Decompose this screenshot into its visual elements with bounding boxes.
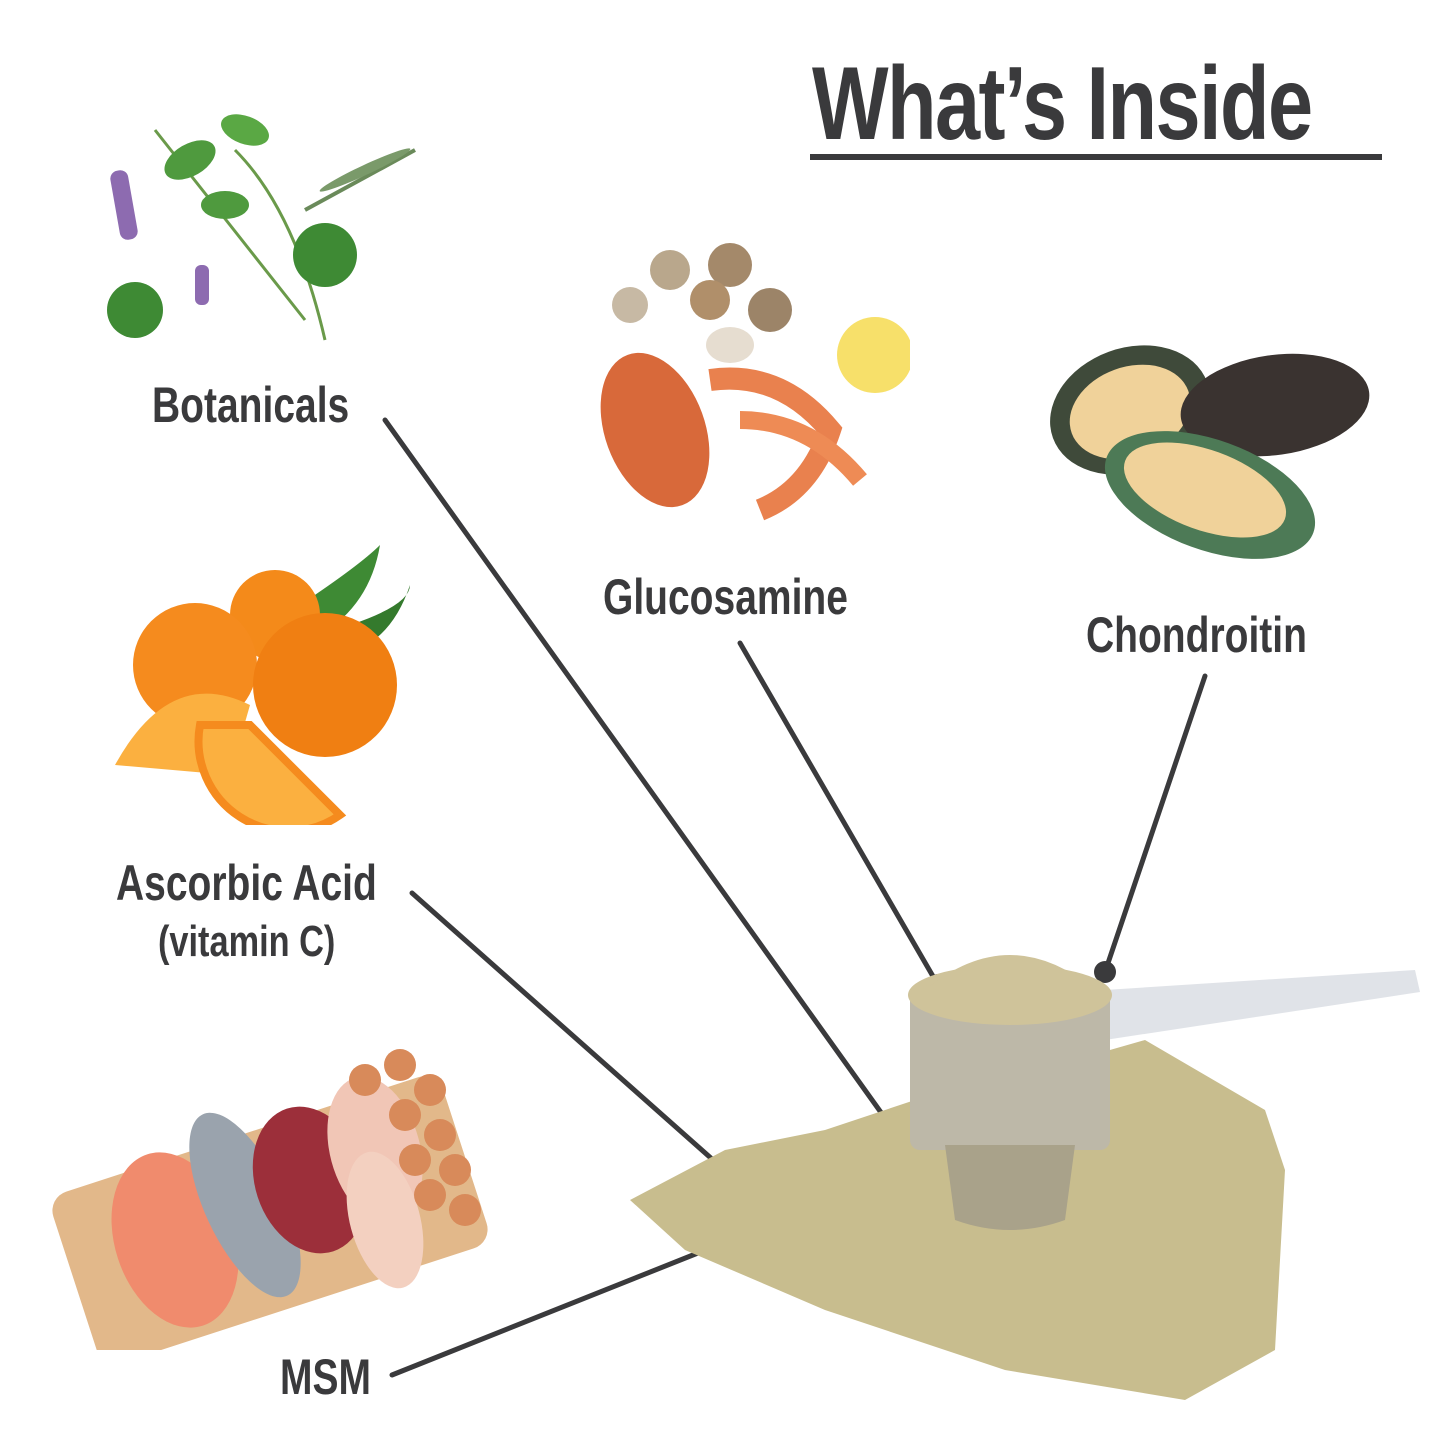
mussels-icon (1050, 345, 1370, 559)
shellfish-icon (600, 243, 910, 521)
title-underline (810, 154, 1382, 160)
herbs-icon (107, 114, 416, 341)
label-botanicals: Botanicals (152, 377, 350, 433)
oranges-icon (115, 545, 410, 825)
sublabel-vitamin-c: (vitamin C) (158, 917, 336, 966)
page-title: What’s Inside (812, 46, 1313, 162)
label-msm: MSM (280, 1349, 371, 1405)
powder-scoop-icon (630, 955, 1420, 1400)
meat-fish-eggs-icon (52, 1049, 488, 1350)
label-ascorbic-acid: Ascorbic Acid (116, 855, 377, 911)
label-glucosamine: Glucosamine (603, 569, 848, 625)
label-chondroitin: Chondroitin (1086, 607, 1307, 663)
